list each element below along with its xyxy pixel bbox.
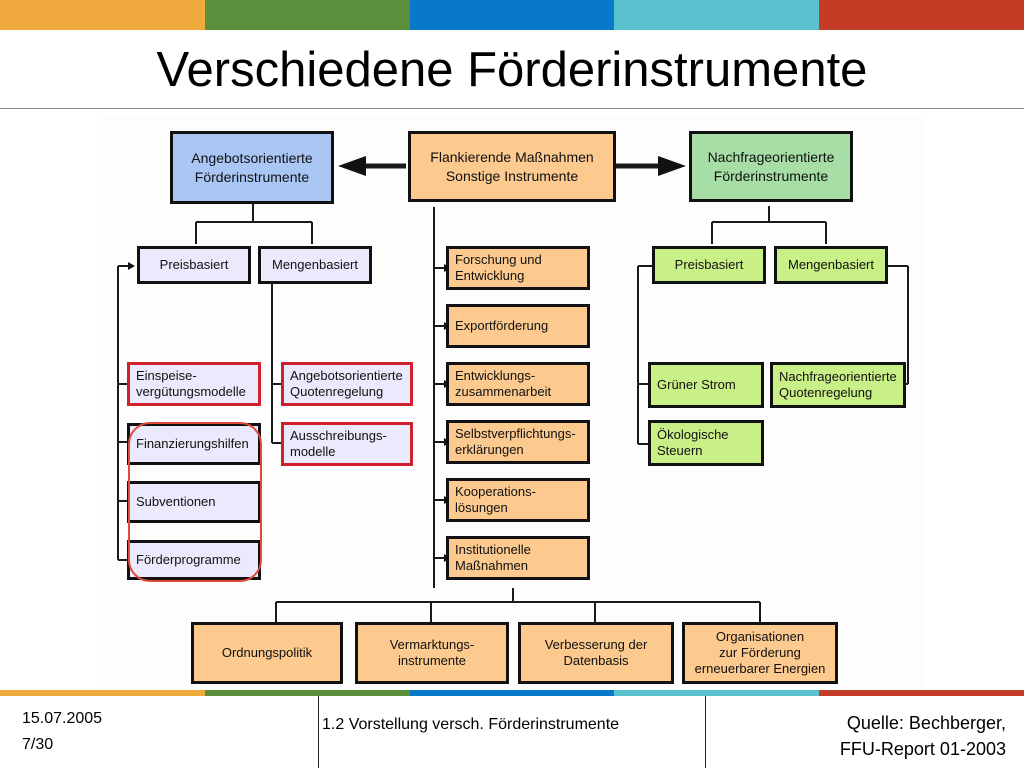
footer-page-number: 7/30 <box>22 736 54 753</box>
green-power-label: Grüner Strom <box>657 377 736 392</box>
footer-divider-right <box>705 696 706 768</box>
ecological-taxes-label: Ökologische Steuern <box>657 427 729 458</box>
flank-item-cooperation-label: Kooperations- lösungen <box>455 484 536 515</box>
flank-item-cooperation-dev-box: Entwicklungs- zusammenarbeit <box>446 362 590 406</box>
supply-side-instruments-box: Angebotsorientierte Förderinstrumente <box>170 131 334 204</box>
demand-side-instruments-box: Nachfrageorientierte Förderinstrumente <box>689 131 853 202</box>
subsidies-label: Subventionen <box>136 494 216 509</box>
demand-side-label: Nachfrageorientierte Förderinstrumente <box>707 148 835 184</box>
bottom-bar-segment-orange <box>0 690 205 696</box>
supply-quota-label: Angebotsorientierte Quotenregelung <box>290 368 403 399</box>
supply-side-label: Angebotsorientierte Förderinstrumente <box>191 149 313 185</box>
ecological-taxes-box: Ökologische Steuern <box>648 420 764 466</box>
flank-item-institutional-label: Institutionelle Maßnahmen <box>455 542 531 573</box>
marketing-instruments-label: Vermarktungs- instrumente <box>389 637 475 668</box>
flank-item-cooperation-dev-label: Entwicklungs- zusammenarbeit <box>455 368 552 399</box>
bottom-bar-segment-cyan <box>614 690 820 696</box>
footer-source-line2: FFU-Report 01-2003 <box>839 739 1006 759</box>
demand-price-based-box: Preisbasiert <box>652 246 766 284</box>
bottom-bar-segment-blue <box>409 690 615 696</box>
top-bar-segment-orange <box>0 0 205 30</box>
organisations-label: Organisationen zur Förderung erneuerbare… <box>694 629 826 676</box>
demand-quota-box: Nachfrageorientierte Quotenregelung <box>770 362 906 408</box>
demand-quota-label: Nachfrageorientierte Quotenregelung <box>779 369 897 400</box>
flank-item-export-label: Exportförderung <box>455 318 549 333</box>
tender-models-box: Ausschreibungs- modelle <box>281 422 413 466</box>
flank-item-self-commitment-label: Selbstverpflichtungs- erklärungen <box>455 426 576 457</box>
flank-item-research-box: Forschung und Entwicklung <box>446 246 590 290</box>
top-bar-segment-cyan <box>614 0 820 30</box>
feed-in-tariff-box: Einspeise- vergütungsmodelle <box>127 362 261 406</box>
demand-quantity-based-label: Mengenbasiert <box>788 257 874 272</box>
financing-aid-label: Finanzierungshilfen <box>136 436 249 451</box>
supply-quantity-based-label: Mengenbasiert <box>272 257 358 272</box>
feed-in-tariff-label: Einspeise- vergütungsmodelle <box>136 368 246 399</box>
demand-quantity-based-box: Mengenbasiert <box>774 246 888 284</box>
data-improvement-label: Verbesserung der Datenbasis <box>544 637 648 668</box>
flank-item-self-commitment-box: Selbstverpflichtungs- erklärungen <box>446 420 590 464</box>
supply-quantity-based-box: Mengenbasiert <box>258 246 372 284</box>
flank-item-export-box: Exportförderung <box>446 304 590 348</box>
funding-programs-label: Förderprogramme <box>136 552 241 567</box>
flank-item-institutional-box: Institutionelle Maßnahmen <box>446 536 590 580</box>
supply-price-based-label: Preisbasiert <box>159 257 229 272</box>
diagram-connectors <box>117 156 909 622</box>
top-color-bar <box>0 0 1024 30</box>
flanking-measures-box: Flankierende Maßnahmen Sonstige Instrume… <box>408 131 616 202</box>
footer-source: Quelle: Bechberger, FFU-Report 01-2003 <box>840 710 1006 762</box>
demand-price-based-label: Preisbasiert <box>674 257 744 272</box>
supply-quota-box: Angebotsorientierte Quotenregelung <box>281 362 413 406</box>
supply-price-based-box: Preisbasiert <box>137 246 251 284</box>
footer-date: 15.07.2005 <box>22 710 103 727</box>
organisations-box: Organisationen zur Förderung erneuerbare… <box>682 622 838 684</box>
regulatory-policy-label: Ordnungspolitik <box>221 645 313 660</box>
data-improvement-box: Verbesserung der Datenbasis <box>518 622 674 684</box>
title-divider <box>0 108 1024 109</box>
flank-item-cooperation-box: Kooperations- lösungen <box>446 478 590 522</box>
footer-divider-left <box>318 696 319 768</box>
footer-section-title: 1.2 Vorstellung versch. Förderinstrument… <box>322 716 620 733</box>
bottom-color-bar <box>0 690 1024 696</box>
footer-source-line1: Quelle: Bechberger, <box>846 713 1006 733</box>
flanking-measures-label: Flankierende Maßnahmen Sonstige Instrume… <box>430 148 594 184</box>
bottom-bar-segment-green <box>204 690 410 696</box>
tender-models-label: Ausschreibungs- modelle <box>290 428 387 459</box>
slide-title: Verschiedene Förderinstrumente <box>156 43 868 97</box>
top-bar-segment-green <box>204 0 410 30</box>
regulatory-policy-box: Ordnungspolitik <box>191 622 343 684</box>
top-bar-segment-blue <box>409 0 615 30</box>
top-bar-segment-red <box>819 0 1024 30</box>
highlight-oval <box>128 422 262 582</box>
flank-item-research-label: Forschung und Entwicklung <box>455 252 542 283</box>
green-power-box: Grüner Strom <box>648 362 764 408</box>
marketing-instruments-box: Vermarktungs- instrumente <box>355 622 509 684</box>
bottom-bar-segment-red <box>819 690 1024 696</box>
